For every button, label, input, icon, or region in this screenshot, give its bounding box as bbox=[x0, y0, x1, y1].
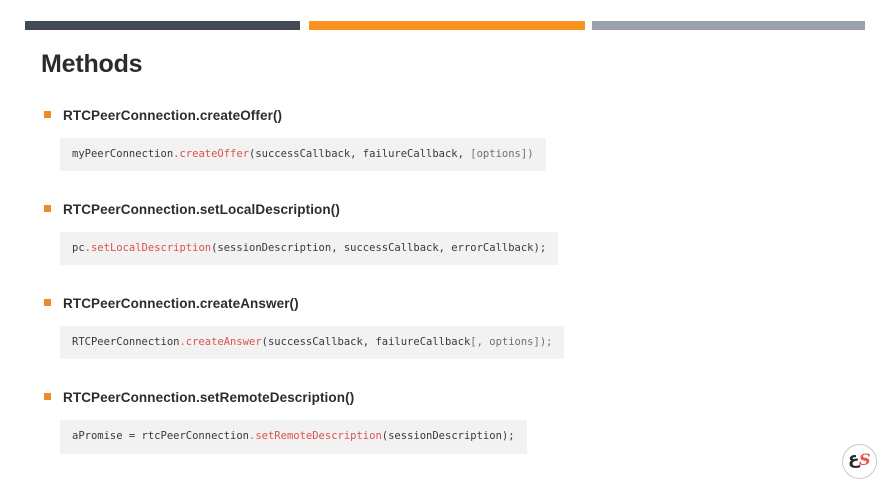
logo-arabic-ain-icon: ع bbox=[848, 449, 860, 469]
methods-list: RTCPeerConnection.createOffer() myPeerCo… bbox=[0, 104, 895, 454]
code-args: (sessionDescription, successCallback, er… bbox=[211, 242, 540, 255]
code-method: .setLocalDescription bbox=[84, 242, 212, 255]
square-bullet-icon bbox=[44, 205, 51, 213]
accent-bar-orange bbox=[309, 21, 585, 30]
code-args: (sessionDescription) bbox=[381, 430, 509, 443]
code-method: .createAnswer bbox=[179, 336, 262, 349]
square-bullet-icon bbox=[44, 393, 51, 401]
code-prefix: pc bbox=[72, 242, 85, 255]
code-prefix: aPromise = rtcPeerConnection bbox=[72, 430, 250, 443]
accent-bar-gray bbox=[592, 21, 865, 30]
code-method: .createOffer bbox=[173, 148, 250, 160]
code-prefix: RTCPeerConnection bbox=[72, 336, 180, 349]
accent-bar-dark bbox=[25, 21, 300, 30]
method-block: RTCPeerConnection.createOffer() myPeerCo… bbox=[0, 104, 895, 172]
method-heading-row: RTCPeerConnection.setLocalDescription() bbox=[0, 198, 895, 220]
code-args-close: ; bbox=[508, 430, 515, 443]
accent-bar-row bbox=[0, 21, 895, 30]
method-block: RTCPeerConnection.createAnswer() RTCPeer… bbox=[0, 292, 895, 360]
method-block: RTCPeerConnection.setRemoteDescription()… bbox=[0, 386, 895, 454]
square-bullet-icon bbox=[44, 299, 51, 307]
logo-s-icon: S bbox=[859, 450, 871, 469]
code-snippet: pc.setLocalDescription(sessionDescriptio… bbox=[60, 232, 559, 266]
code-snippet: myPeerConnection.createOffer(successCall… bbox=[60, 138, 546, 172]
method-block: RTCPeerConnection.setLocalDescription() … bbox=[0, 198, 895, 266]
code-args-close: ) bbox=[527, 148, 534, 160]
method-name-label: RTCPeerConnection.setLocalDescription() bbox=[63, 201, 340, 217]
code-args-close: ; bbox=[539, 242, 547, 255]
code-method: .setRemoteDescription bbox=[249, 430, 382, 443]
code-args-close: ); bbox=[539, 336, 553, 349]
method-name-label: RTCPeerConnection.createOffer() bbox=[63, 107, 283, 123]
brand-logo: ع S bbox=[842, 444, 877, 479]
page-title: Methods bbox=[41, 50, 143, 78]
method-heading-row: RTCPeerConnection.createOffer() bbox=[0, 104, 895, 126]
method-heading-row: RTCPeerConnection.createAnswer() bbox=[0, 292, 895, 314]
code-optional-args: [options] bbox=[470, 148, 528, 160]
code-snippet: RTCPeerConnection.createAnswer(successCa… bbox=[60, 326, 565, 360]
code-prefix: myPeerConnection bbox=[72, 148, 174, 160]
code-args: (successCallback, failureCallback, bbox=[249, 148, 471, 160]
method-name-label: RTCPeerConnection.createAnswer() bbox=[63, 295, 299, 311]
method-name-label: RTCPeerConnection.setRemoteDescription() bbox=[63, 389, 355, 405]
code-args: (successCallback, failureCallback bbox=[261, 336, 471, 349]
method-heading-row: RTCPeerConnection.setRemoteDescription() bbox=[0, 386, 895, 408]
square-bullet-icon bbox=[44, 111, 51, 118]
code-snippet: aPromise = rtcPeerConnection.setRemoteDe… bbox=[60, 420, 527, 454]
code-optional-args: [, options] bbox=[470, 336, 540, 349]
